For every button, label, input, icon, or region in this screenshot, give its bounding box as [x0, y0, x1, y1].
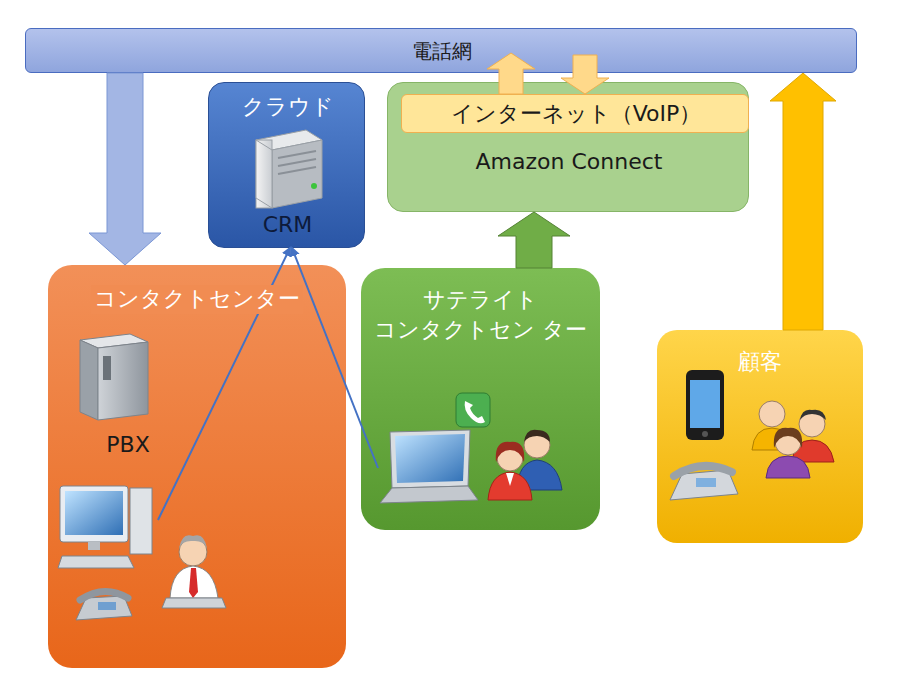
- laptop-icon: [380, 430, 478, 503]
- node-label: 電話網: [26, 38, 858, 64]
- server-front: [256, 140, 272, 208]
- customer-head: [759, 401, 785, 427]
- node-label: Amazon Connect: [388, 148, 750, 177]
- operator-tie: [189, 568, 198, 598]
- phone-display: [98, 602, 116, 610]
- smartphone-icon: [686, 370, 724, 440]
- customer-box: 顧客: [657, 330, 863, 543]
- laptop-lid: [390, 430, 470, 488]
- node-sublabel: CRM: [209, 211, 366, 240]
- pbx-side: [80, 340, 98, 420]
- node-label: コンタクトセンター: [91, 285, 303, 314]
- agent-suit: [517, 460, 562, 490]
- server-side: [272, 140, 322, 208]
- softphone-icon: [456, 393, 490, 427]
- laptop-screen: [395, 434, 465, 483]
- server-top: [256, 130, 322, 150]
- server-face: [256, 140, 272, 208]
- block-arrow: [561, 55, 609, 94]
- pbx-top: [80, 334, 148, 348]
- operator-icon: [162, 535, 226, 608]
- phone-handset: [80, 591, 128, 600]
- server-slot: [278, 167, 316, 174]
- phone-body: [686, 370, 724, 440]
- node-label: インターネット（VoIP）: [402, 100, 750, 129]
- data-link-line: [158, 248, 290, 520]
- server-icon: [256, 130, 322, 208]
- monitor-frame: [60, 486, 128, 542]
- customer-desk-phone-icon: [670, 466, 738, 500]
- agent-head: [524, 432, 550, 458]
- block-arrow: [770, 73, 836, 330]
- monitor-stand: [88, 542, 100, 550]
- phone-screen: [690, 380, 720, 428]
- voip-box: インターネット（VoIP）: [401, 94, 749, 133]
- server-slot: [278, 151, 316, 158]
- block-arrow: [498, 212, 570, 268]
- operator-shirt: [170, 566, 218, 598]
- operator-hair: [179, 535, 207, 548]
- agent-collar: [506, 473, 514, 486]
- block-arrow: [487, 53, 535, 94]
- phone-button: [702, 431, 708, 437]
- data-link-line: [292, 248, 378, 468]
- server-slot: [278, 159, 316, 166]
- customer-hair: [774, 428, 802, 448]
- cloud-box: クラウド CRM: [208, 82, 365, 248]
- softphone-tile: [456, 393, 490, 427]
- agents-icon: [488, 430, 562, 500]
- laptop-base: [380, 486, 478, 503]
- customer-head: [799, 411, 825, 437]
- agent-hair: [524, 430, 550, 442]
- phone-display: [696, 478, 716, 487]
- satellite-box: サテライト コンタクトセン ター: [361, 268, 600, 530]
- node-label: クラウド: [209, 93, 366, 122]
- contact-center-box: コンタクトセンター PBX: [48, 265, 346, 668]
- customer-body: [752, 428, 792, 450]
- phone-handset: [674, 466, 732, 476]
- keyboard: [58, 556, 134, 568]
- desk-phone-icon: [76, 591, 132, 620]
- customers-icon: [752, 401, 834, 478]
- customer-hair: [800, 410, 826, 420]
- network-band: 電話網: [25, 28, 857, 73]
- service-box: インターネット（VoIP） Amazon Connect: [387, 82, 749, 212]
- pbx-slot: [103, 356, 111, 380]
- operator-head: [179, 538, 207, 566]
- agent-hair: [496, 442, 524, 462]
- block-arrow: [89, 73, 161, 265]
- pbx-icon: [80, 334, 148, 420]
- agent-blouse: [488, 472, 532, 500]
- customer-head: [775, 429, 801, 455]
- server-led: [311, 183, 317, 189]
- monitor-screen: [65, 491, 123, 535]
- phone-base: [76, 596, 132, 620]
- phone-base: [670, 470, 738, 500]
- customer-body: [766, 456, 810, 478]
- customer-body: [792, 440, 834, 462]
- softphone-handset: [465, 401, 485, 423]
- agent-head: [497, 445, 523, 471]
- pc-tower: [130, 488, 152, 554]
- operator-keyboard: [162, 598, 226, 608]
- pbx-front: [98, 342, 148, 420]
- desktop-pc-icon: [58, 486, 152, 568]
- node-label: サテライト コンタクトセン ター: [361, 285, 600, 345]
- node-sublabel: PBX: [78, 431, 178, 460]
- node-label: 顧客: [720, 348, 800, 377]
